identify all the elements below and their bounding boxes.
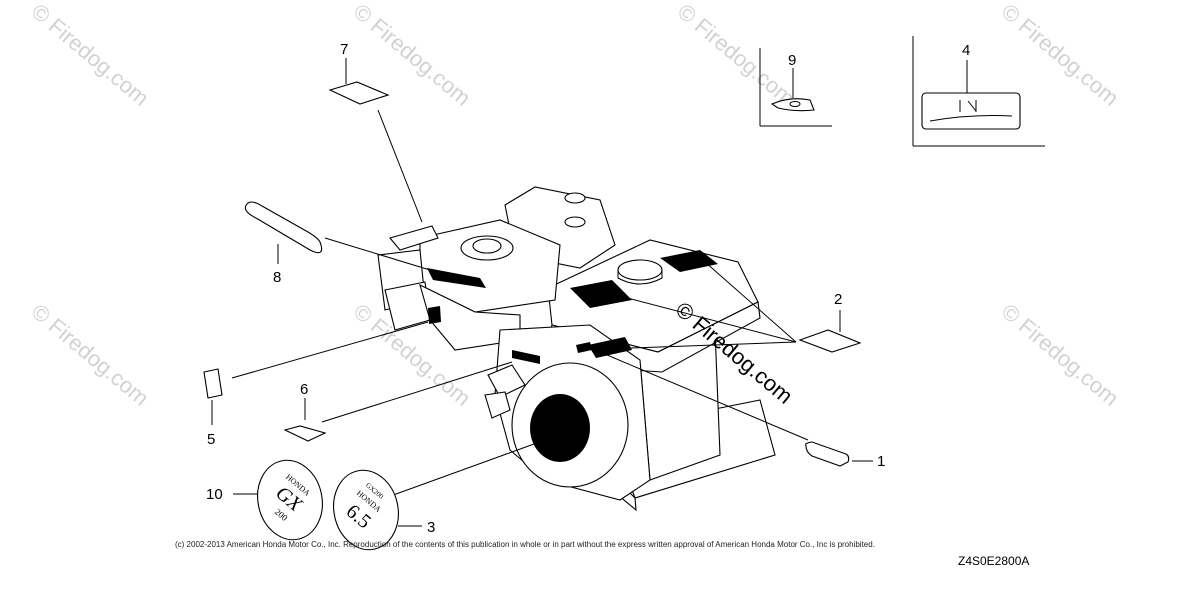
part-9-detail [759,48,832,127]
watermark: © Firedog.com [27,299,154,411]
callout-3: 3 [427,519,435,536]
watermark: © Firedog.com [673,0,800,111]
watermark: © Firedog.com [997,299,1124,411]
callout-7: 7 [340,41,348,58]
part-6-label [283,425,327,442]
part-10-emblem: HONDA GX 200 [257,459,323,541]
callout-5: 5 [207,431,215,448]
copyright-notice: (c) 2002-2013 American Honda Motor Co., … [175,540,875,549]
part-5-label [203,368,223,399]
part-4-detail [912,36,1045,147]
part-3-emblem: GX200 HONDA 6.5 [333,469,399,551]
leader-lines [211,58,968,527]
callout-2: 2 [834,291,842,308]
callout-10: 10 [206,486,223,503]
part-7-label [328,81,390,105]
callout-9: 9 [788,52,796,69]
part-2-label [798,329,862,353]
callout-1: 1 [877,453,885,470]
part-1-label [805,441,850,467]
callout-4: 4 [962,42,970,59]
callout-numbers: 7 9 4 2 8 5 6 1 10 3 [206,41,970,536]
callout-8: 8 [273,269,281,286]
diagram-code: Z4S0E2800A [958,554,1029,568]
callout-6: 6 [300,381,308,398]
engine-illustration [377,186,776,512]
watermark: © Firedog.com [27,0,154,111]
part-8-label [244,201,323,254]
